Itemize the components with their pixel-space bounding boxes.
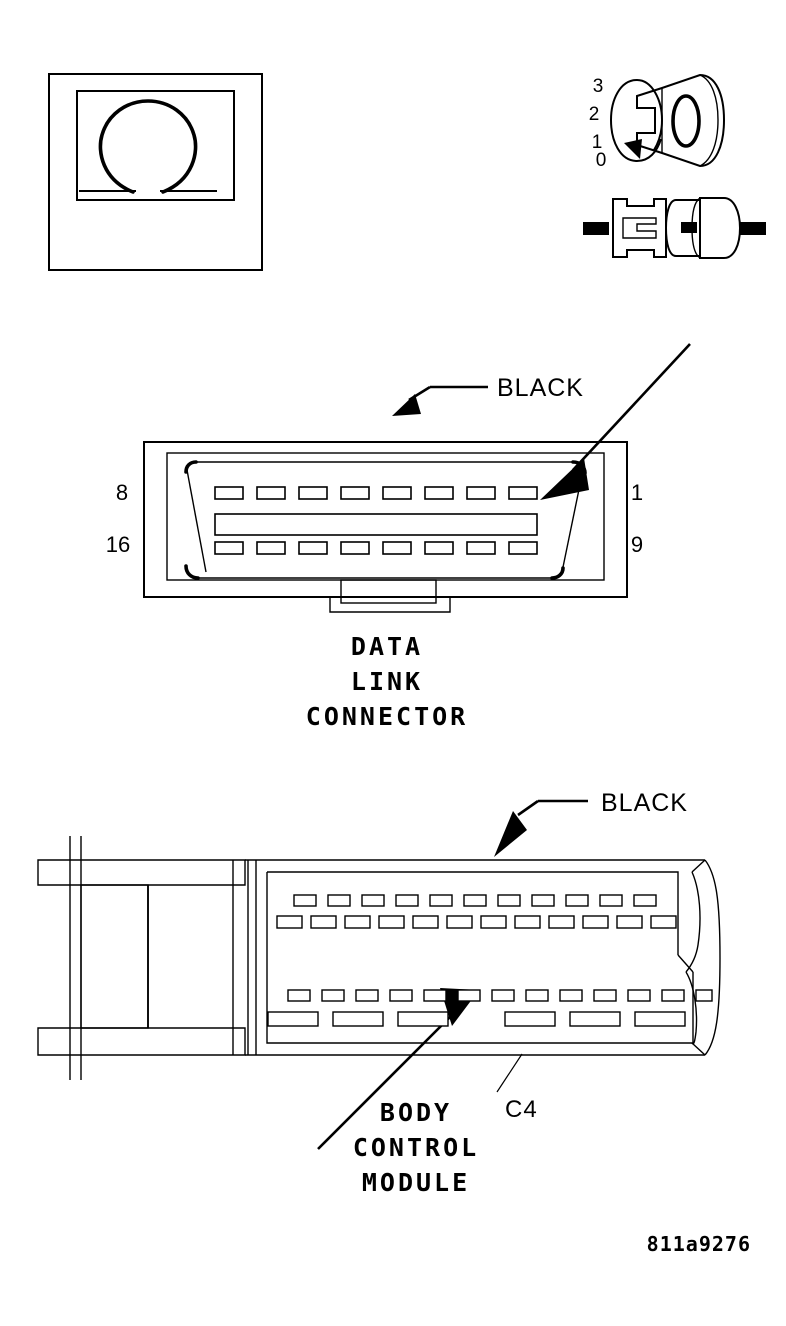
key-scale-label-3: 3 [593,76,604,97]
bcm-cavity-row-1 [293,894,657,907]
bcm-cavity-row-4 [267,1011,686,1027]
bcm-connector-id-label: C4 [505,1096,538,1123]
dlc-color-label: BLACK [497,374,584,402]
dlc-pin1-callout-arrow [540,343,691,500]
bcm-cavity-row-2 [276,915,677,929]
dlc-title-line-3: CONNECTOR [306,702,468,731]
bcm-black-callout [494,799,588,857]
dlc-top-row-cavities [214,486,538,500]
bcm-title-line-1: BODY [380,1098,452,1127]
bcm-title-line-3: MODULE [362,1168,470,1197]
key-scale-label-1: 1 [592,132,603,153]
dlc-pin-label-1: 1 [631,480,643,505]
dlc-pin-label-16: 16 [106,532,130,557]
dlc-bottom-row-cavities [214,541,538,555]
dlc-black-callout [392,385,488,416]
connector-side-view [583,197,766,259]
bcm-c4-callout [496,1053,523,1093]
bcm-title-line-2: CONTROL [353,1133,479,1162]
dlc-pin-label-8: 8 [116,480,128,505]
connector-keying-icon: 3 2 1 0 [583,73,766,259]
data-link-connector-drawing: 8 16 1 9 BLACK DATA LINK CONNECTOR [106,343,691,731]
figure-id-label: 811a9276 [647,1232,751,1256]
dlc-pin-label-9: 9 [631,532,643,557]
key-scale-label-2: 2 [589,104,600,125]
body-control-module-drawing: BLACK C4 BODY CONTROL MODULE [37,789,721,1197]
ohmmeter-symbol [48,73,263,271]
bcm-cavity-row-3 [287,989,713,1002]
dlc-title-line-2: LINK [351,667,423,696]
dlc-title-line-1: DATA [351,632,423,661]
bcm-color-label: BLACK [601,789,688,817]
key-scale-label-0: 0 [596,150,607,171]
